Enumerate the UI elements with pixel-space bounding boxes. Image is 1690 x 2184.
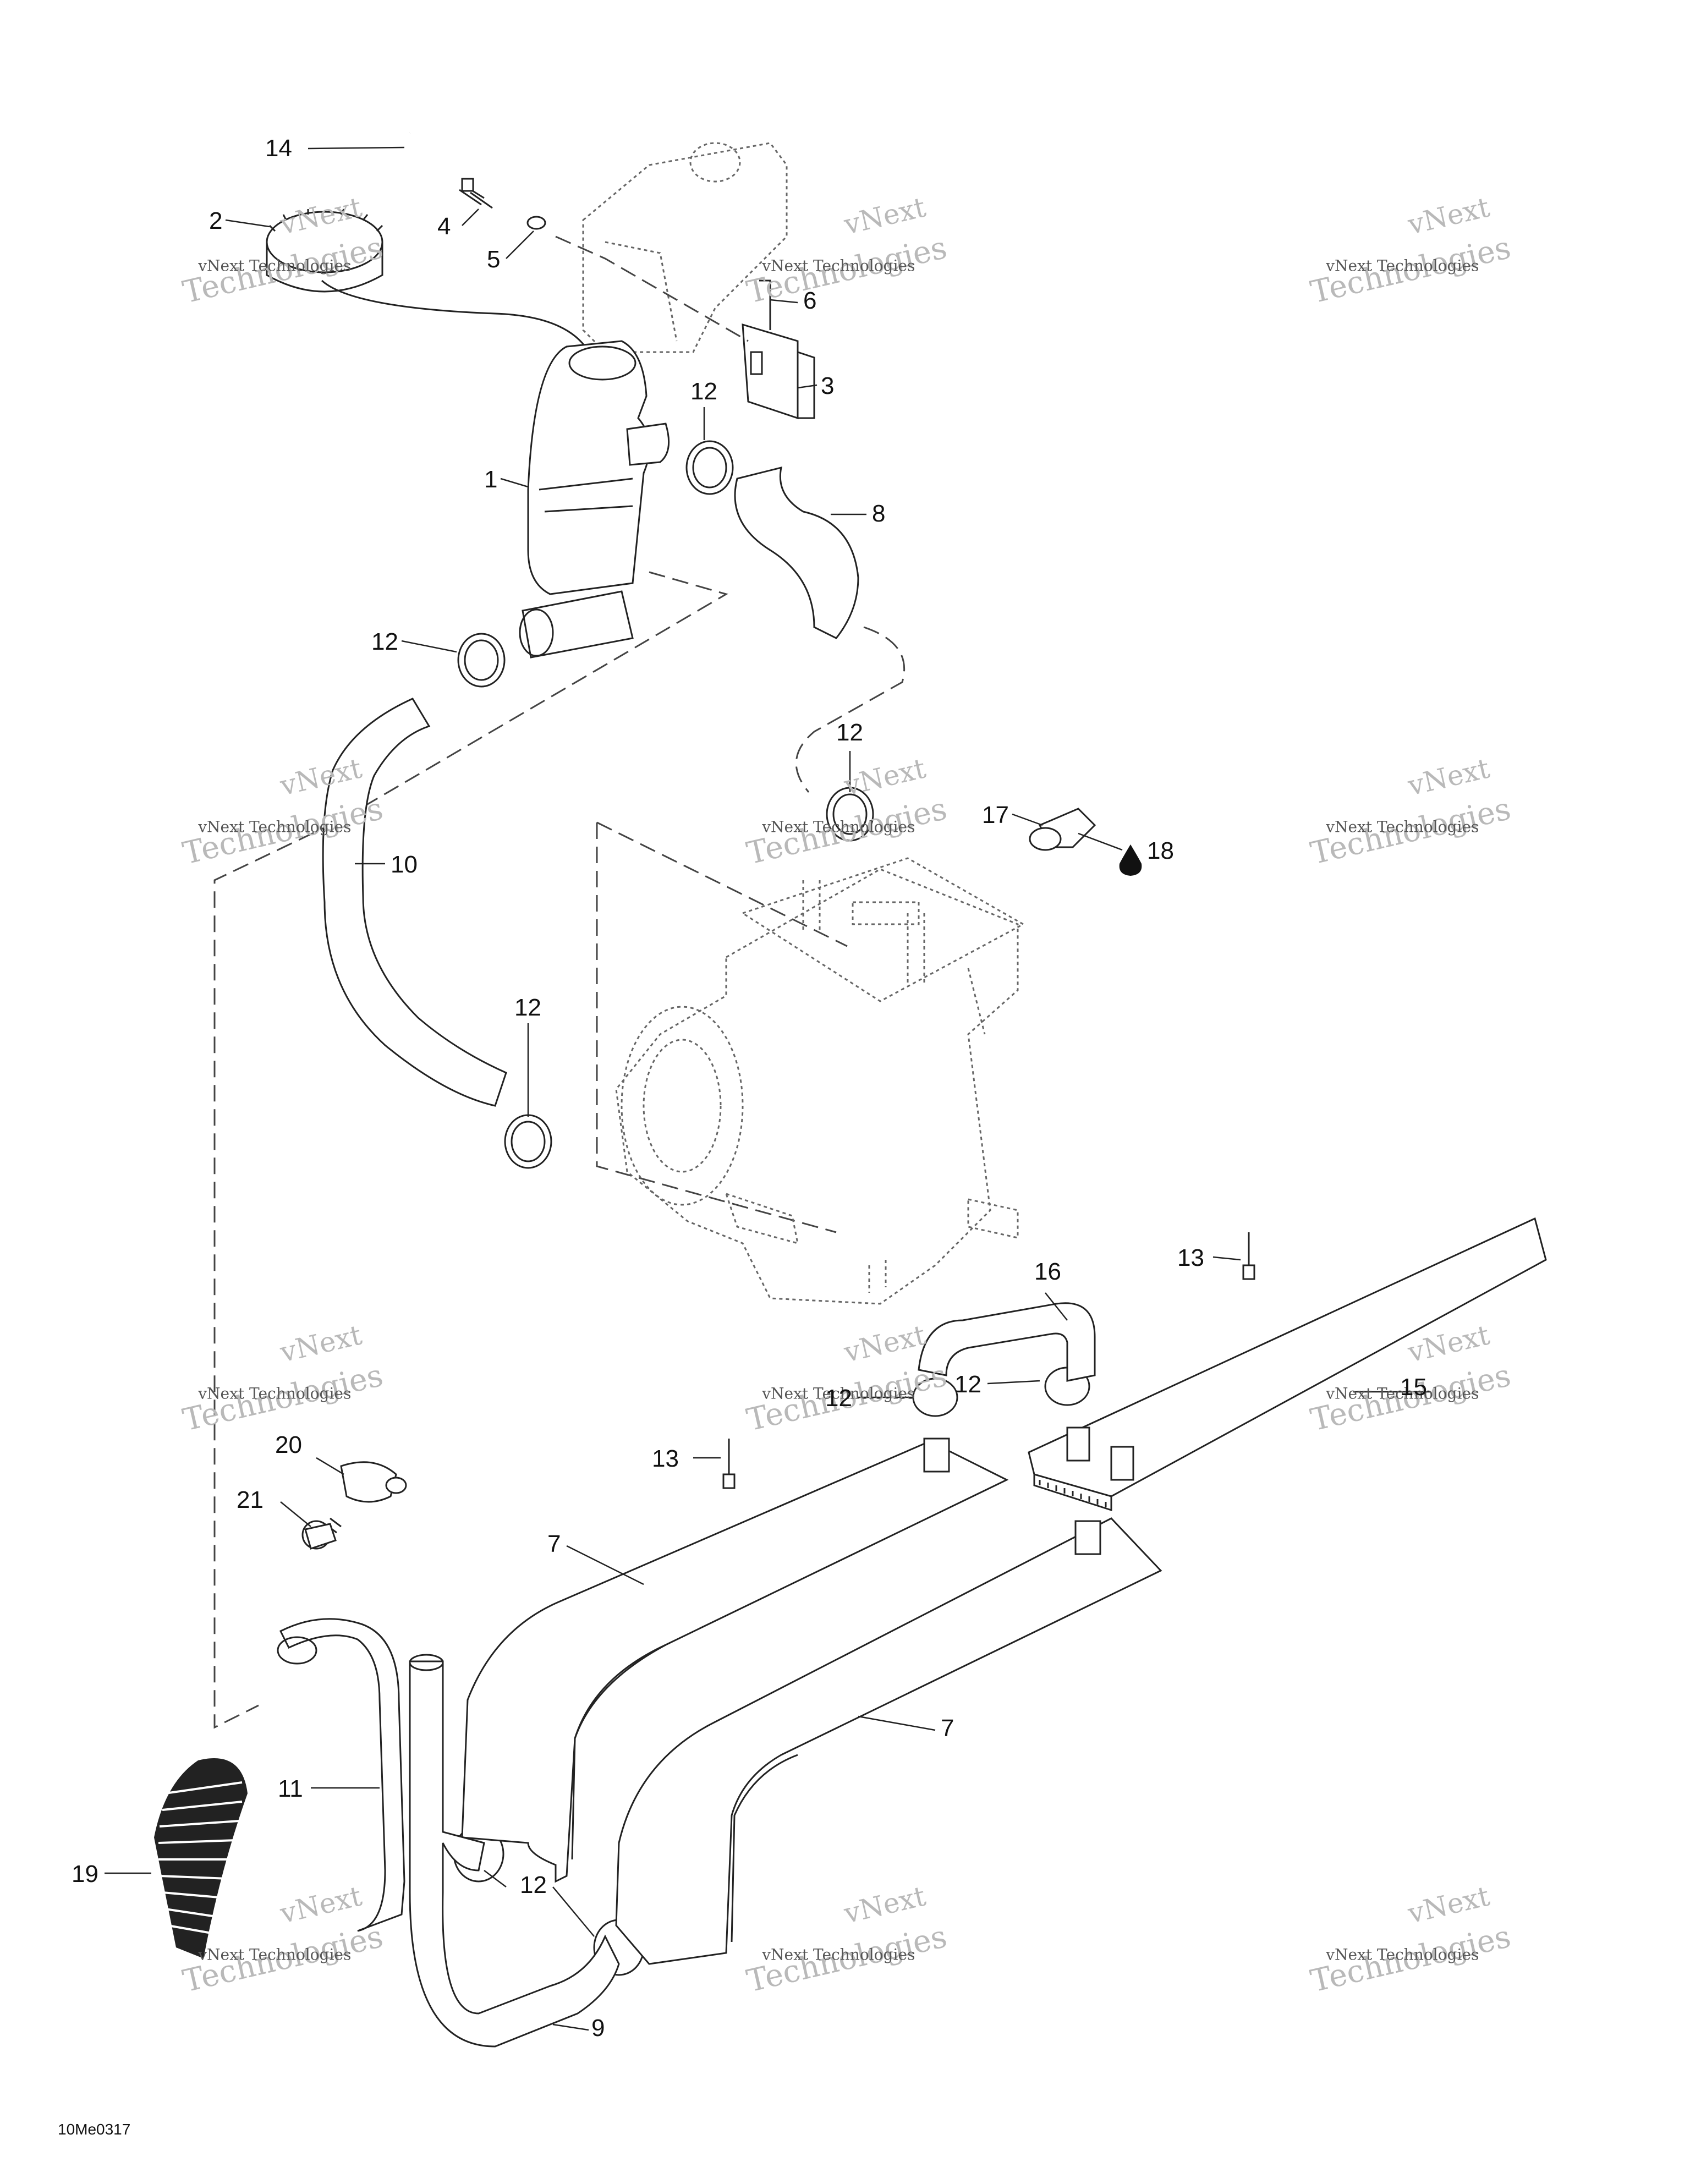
coolant-reservoir [519,340,670,659]
callout-5: 5 [487,246,501,273]
callout-12a: 12 [690,378,717,405]
sealant-drop-icon [1119,844,1142,876]
alignment-line [555,235,749,342]
hose-clamp [457,633,506,688]
screw [301,1517,342,1550]
rivet [1242,1232,1255,1280]
callout-21: 21 [237,1486,264,1513]
callout-12e: 12 [954,1371,981,1398]
bracket [742,279,815,420]
callout-16: 16 [1034,1258,1061,1285]
cross-hose [918,1302,1096,1382]
figure-code: 10Me0317 [58,2121,131,2138]
cap-tether [321,279,595,364]
lower-hose [322,698,507,1107]
callout-12g: 12 [520,1872,547,1898]
callout-12b: 12 [371,628,398,655]
callout-15: 15 [1400,1374,1427,1401]
heat-exchanger-upper [461,1437,1009,1883]
return-hose [409,1660,620,2048]
route-line [213,571,728,1729]
hose-clip [340,1461,407,1503]
hose-clamp [504,1114,552,1169]
callout-4: 4 [437,213,451,240]
washer [526,216,546,230]
route-line [795,626,906,793]
callout-2: 2 [209,207,223,234]
callout-19: 19 [72,1861,98,1887]
callout-3: 3 [821,372,835,399]
callout-6: 6 [803,287,817,314]
heat-exchanger-right [1028,1217,1547,1512]
vent-tube [321,132,410,221]
upper-hose [734,466,859,639]
callout-20: 20 [275,1431,302,1458]
corrugated-hose [154,1758,248,1958]
callout-17: 17 [982,802,1009,828]
callout-18: 18 [1147,837,1174,864]
temperature-sensor [1029,808,1096,851]
heat-exchanger-lower [615,1517,1162,1965]
rivet [722,1439,736,1489]
hose-clamp [685,440,734,495]
callout-12f: 12 [825,1385,852,1412]
leader-lines [105,146,1430,2031]
callout-13b: 13 [652,1445,679,1472]
callout-12d: 12 [514,994,541,1021]
callout-10: 10 [391,851,418,878]
bypass-hose [279,1618,405,1932]
callout-8: 8 [872,500,886,527]
bolt [459,178,493,209]
callout-7a: 7 [547,1530,561,1557]
callout-9: 9 [591,2015,605,2042]
callout-7b: 7 [941,1715,954,1742]
callout-12c: 12 [836,719,863,746]
callout-11: 11 [278,1775,303,1802]
large-tank-outline [582,142,788,353]
callout-14: 14 [265,135,292,162]
reservoir-cap [266,208,383,293]
callout-13a: 13 [1177,1244,1204,1271]
engine-outline [596,821,1025,1305]
callout-1: 1 [484,466,498,493]
